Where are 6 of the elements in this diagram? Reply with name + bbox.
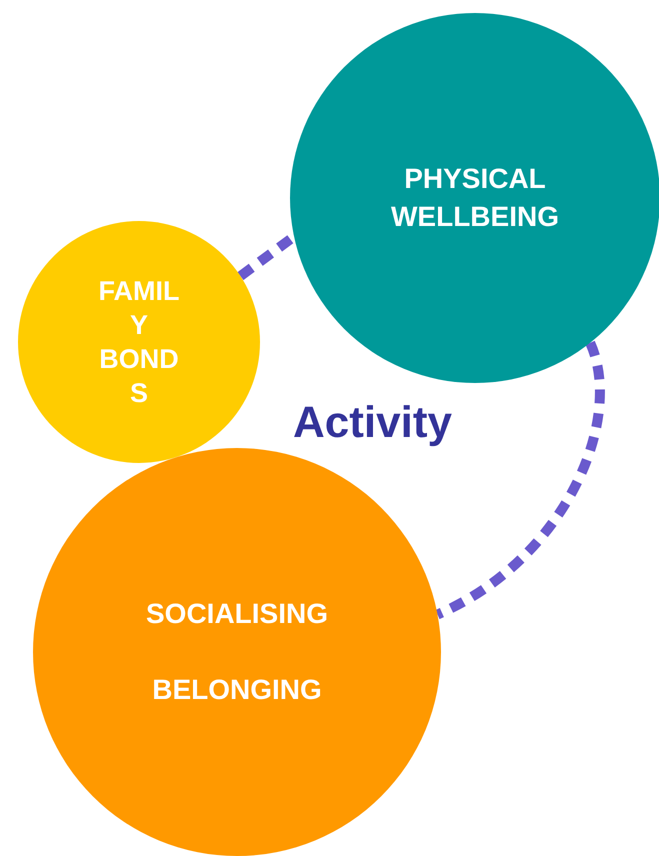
circle-label: PHYSICAL WELLBEING: [390, 162, 560, 234]
center-label: Activity: [293, 397, 452, 449]
circle-label: BELONGING: [152, 673, 322, 707]
dashed-connector: [435, 341, 605, 619]
circle-label: FAMILY BONDS: [98, 275, 180, 410]
circle-label: SOCIALISING: [146, 597, 328, 631]
